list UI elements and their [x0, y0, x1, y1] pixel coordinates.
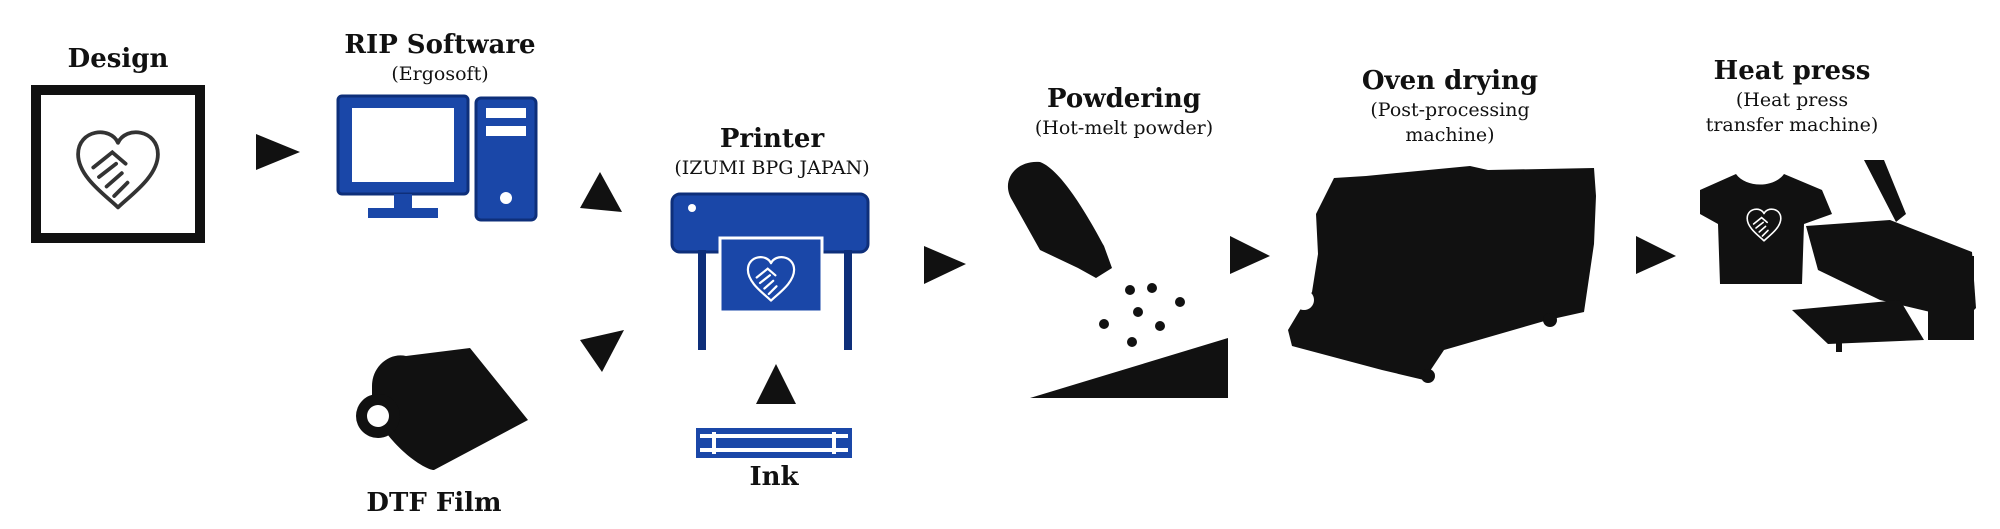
ink-cartridge-icon [696, 428, 852, 458]
arrow-right-icon [580, 172, 622, 212]
powder-tray-icon [1030, 338, 1228, 398]
step-press-subtitle-1: (Heat press [1735, 89, 1849, 111]
step-press-title: Heat press [1713, 56, 1871, 86]
arrow-right-icon [1636, 236, 1676, 274]
step-rip-subtitle: (Ergosoft) [391, 63, 489, 85]
tshirt-icon [1700, 174, 1832, 284]
step-rip-title: RIP Software [344, 30, 536, 60]
step-oven-subtitle-1: (Post-processing [1370, 99, 1530, 121]
step-printer-title: Printer [719, 124, 825, 154]
step-ink-title: Ink [749, 462, 799, 492]
arrow-right-icon [924, 246, 966, 284]
arrow-right-icon [1230, 236, 1270, 274]
oven-machine-icon [1288, 166, 1596, 383]
arrow-right-icon [580, 330, 624, 372]
arrow-right-icon [756, 364, 796, 404]
step-press-subtitle-2: transfer machine) [1705, 114, 1879, 136]
film-roll-icon [356, 348, 528, 470]
step-film-title: DTF Film [366, 488, 502, 518]
step-powder-subtitle: (Hot-melt powder) [1034, 117, 1214, 139]
step-powder-title: Powdering [1047, 84, 1201, 114]
step-design-title: Design [67, 44, 169, 74]
computer-icon [336, 94, 538, 222]
powder-bottle-icon [1007, 161, 1185, 347]
heat-press-icon [1792, 160, 1976, 352]
heart-handshake-icon [76, 130, 160, 210]
arrow-right-icon [256, 134, 300, 170]
design-frame-icon [31, 85, 205, 243]
step-oven-subtitle-2: machine) [1405, 124, 1495, 146]
step-printer-subtitle: (IZUMI BPG JAPAN) [674, 157, 870, 179]
step-oven-title: Oven drying [1361, 66, 1539, 96]
printer-icon [670, 192, 870, 350]
